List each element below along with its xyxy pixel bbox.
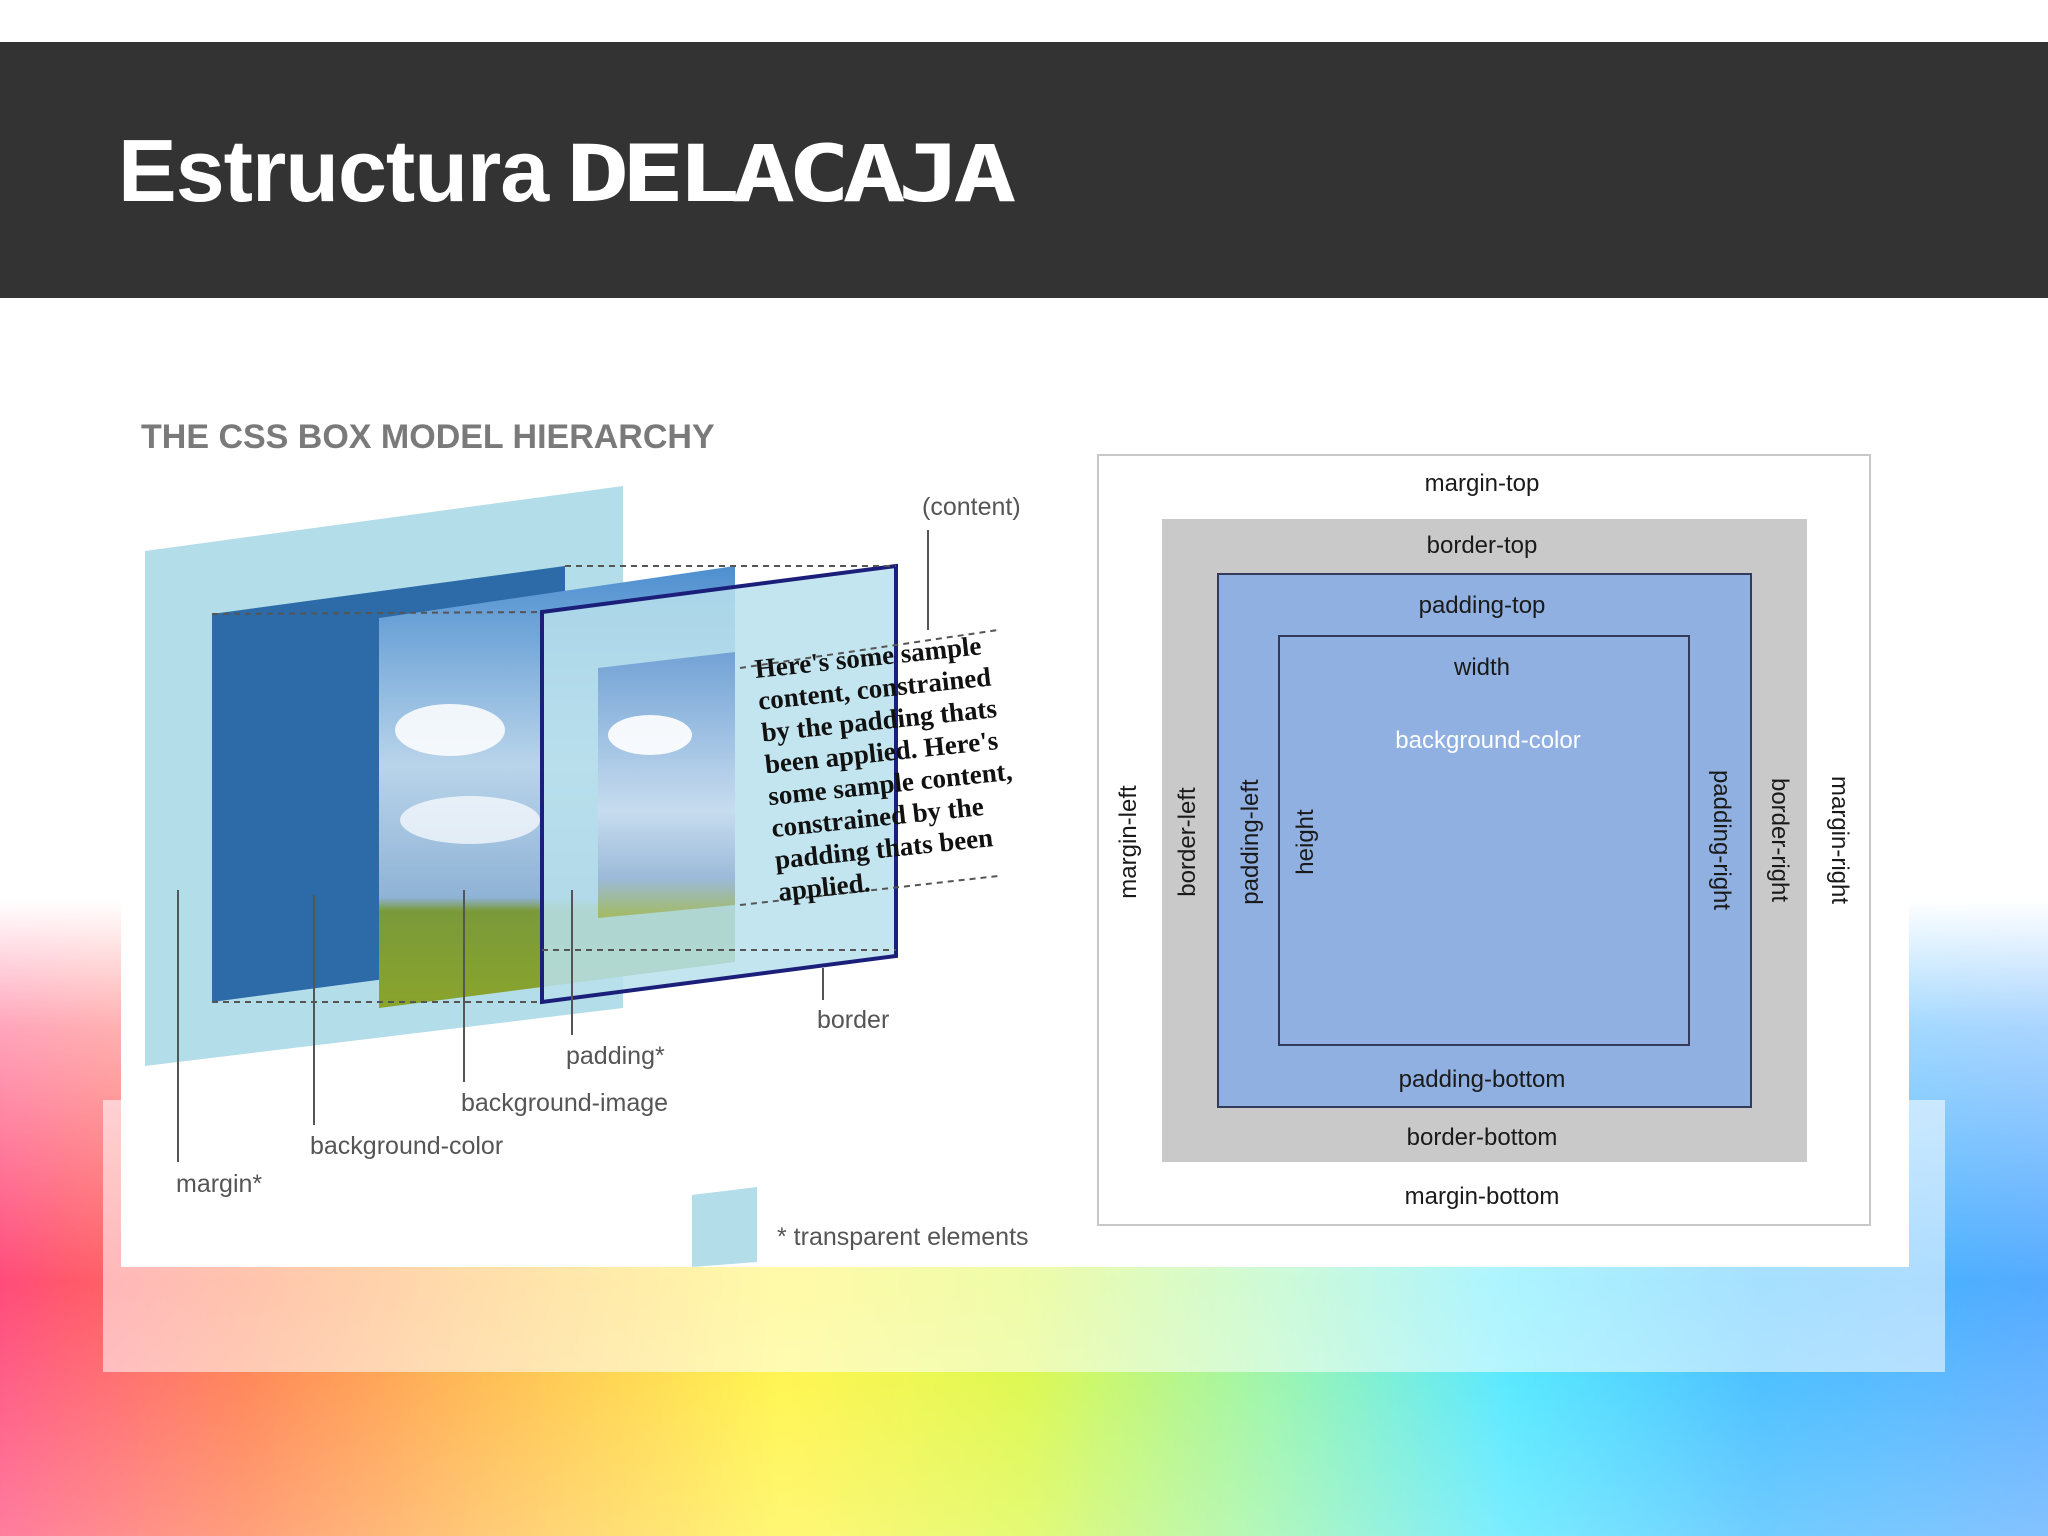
content-box — [1278, 635, 1690, 1046]
cloud-shape — [395, 704, 505, 756]
leader-lines — [177, 530, 929, 1162]
slide-title-main: Estructura — [118, 121, 549, 220]
label-border: border — [817, 1006, 889, 1034]
slide-header — [0, 42, 2048, 298]
label-height: height — [1292, 809, 1319, 875]
label-background-image: background-image — [461, 1089, 668, 1117]
label-width: width — [1453, 654, 1510, 681]
label-margin-right: margin-right — [1826, 776, 1853, 904]
label-padding: padding* — [566, 1042, 665, 1070]
label-border-bottom: border-bottom — [1407, 1124, 1558, 1151]
label-padding-left: padding-left — [1237, 779, 1264, 905]
cloud-shape — [608, 715, 692, 755]
label-transparent: * transparent elements — [777, 1223, 1029, 1251]
label-border-left: border-left — [1174, 787, 1201, 897]
label-margin-bottom: margin-bottom — [1405, 1183, 1560, 1210]
cloud-shape — [400, 796, 540, 844]
label-margin: margin* — [176, 1170, 262, 1198]
box-model-diagram: margin-top border-top padding-top width … — [1097, 454, 1871, 1226]
label-margin-top: margin-top — [1425, 470, 1540, 497]
label-border-right: border-right — [1766, 778, 1793, 902]
transparent-swatch — [692, 1187, 757, 1267]
label-padding-top: padding-top — [1419, 592, 1546, 619]
hierarchy-heading: THE CSS BOX MODEL HIERARCHY — [141, 418, 715, 456]
label-content: (content) — [922, 493, 1021, 521]
sample-content: Here's some sample content, constrained … — [753, 630, 1013, 906]
top-strip — [0, 0, 2048, 42]
label-border-top: border-top — [1427, 532, 1538, 559]
label-padding-bottom: padding-bottom — [1399, 1066, 1566, 1093]
slide-title-decorative: DELACAJA — [566, 130, 1016, 220]
box-model-hierarchy-diagram: THE CSS BOX MODEL HIERARCHY Here's some … — [141, 418, 1029, 1267]
content-image-area — [598, 652, 735, 918]
dashed-guides — [211, 565, 999, 1003]
label-background-color: background-color — [310, 1132, 503, 1160]
label-margin-left: margin-left — [1115, 785, 1142, 899]
label-padding-right: padding-right — [1708, 770, 1735, 910]
label-background-color: background-color — [1395, 727, 1580, 754]
border-outline — [540, 563, 898, 1005]
